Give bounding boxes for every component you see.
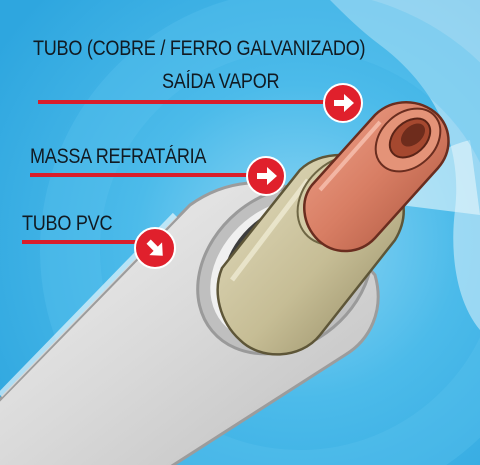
right-arrow-icon — [323, 83, 363, 123]
label-pvc-tube: TUBO PVC — [22, 212, 113, 235]
copper-tube — [303, 101, 450, 253]
label-refractory-mass: MASSA REFRATÁRIA — [30, 145, 207, 168]
down-right-arrow-icon — [134, 227, 176, 269]
right-arrow-icon — [246, 156, 286, 196]
background-ring — [40, 0, 480, 465]
label-metal-tube: TUBO (COBRE / FERRO GALVANIZADO) — [33, 37, 366, 60]
label-steam-outlet: SAÍDA VAPOR — [162, 70, 280, 93]
background-light-swoosh — [330, 0, 480, 330]
background-light-swoosh — [400, 140, 480, 215]
